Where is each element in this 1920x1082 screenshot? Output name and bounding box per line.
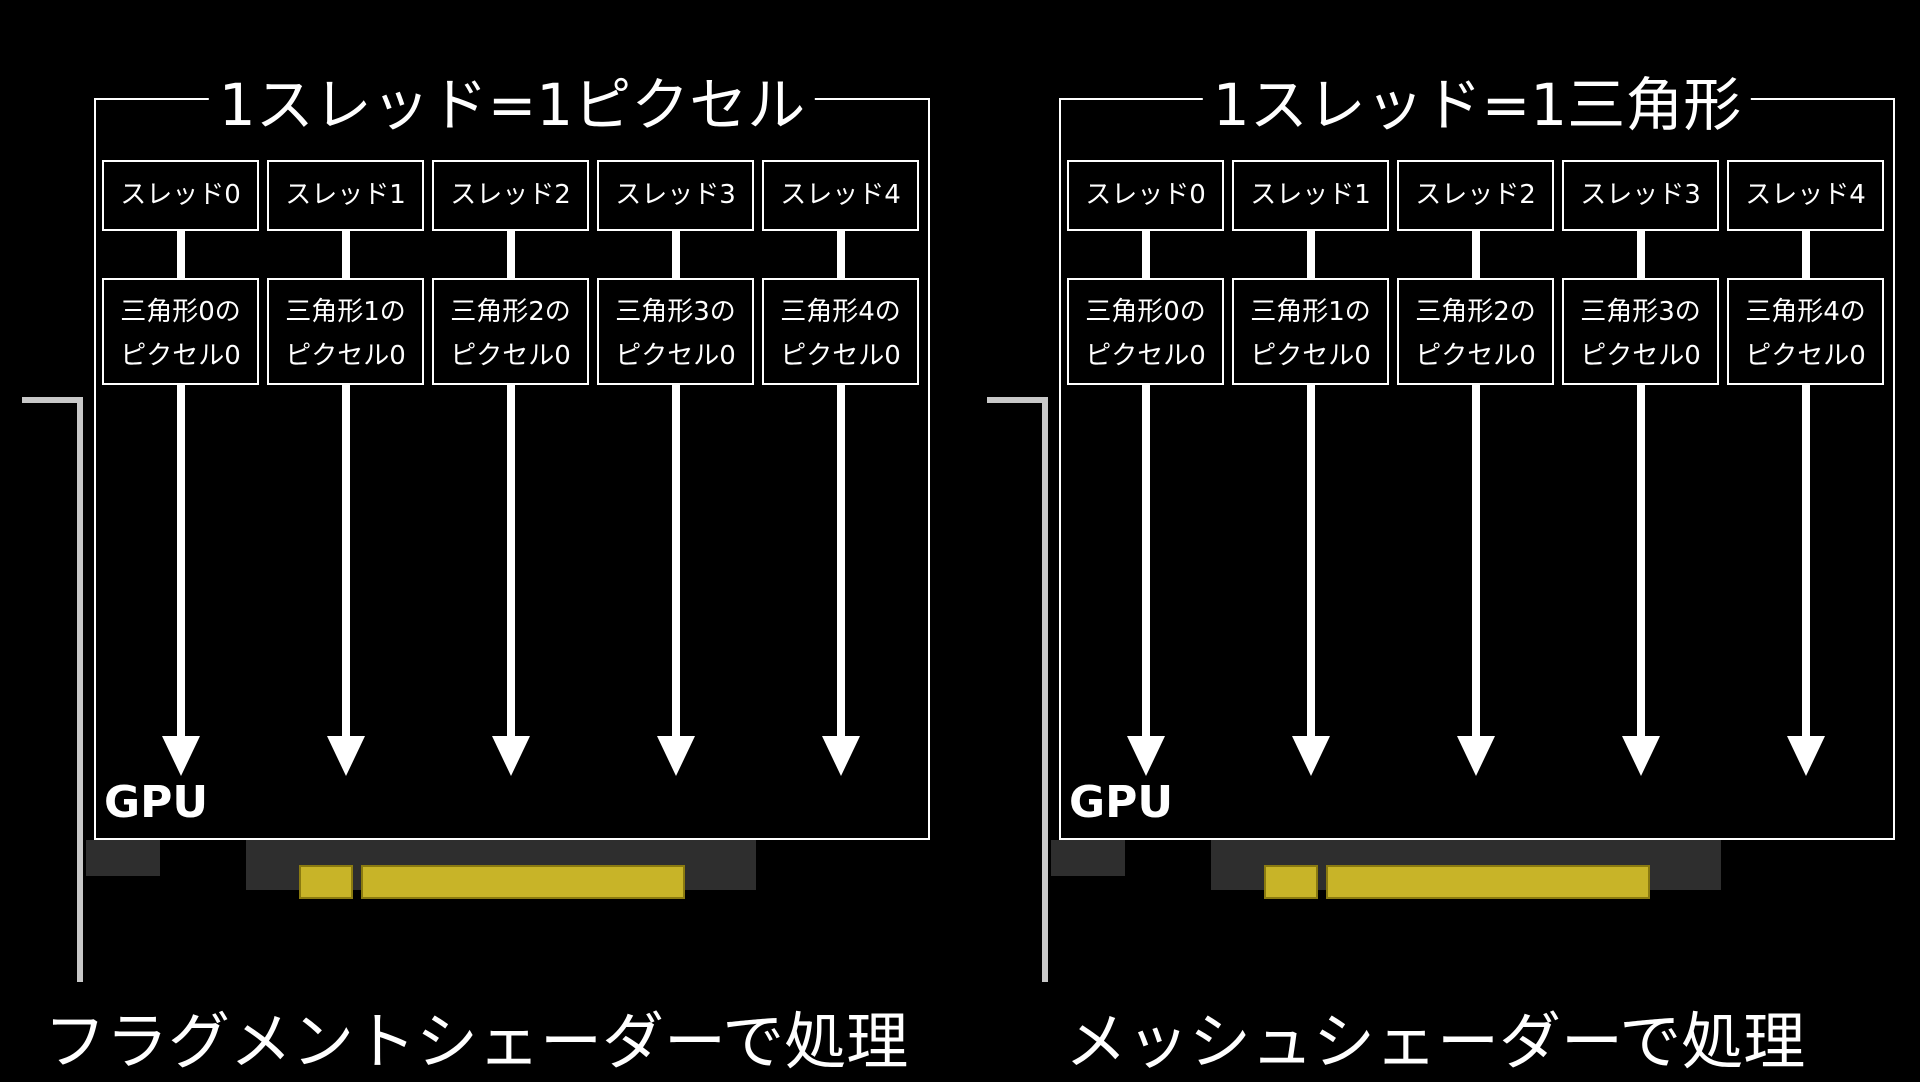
pixel-box-line2: ピクセル0 — [1415, 341, 1536, 371]
panel-title: 1スレッド=1ピクセル — [208, 72, 816, 138]
pixel-box-line2: ピクセル0 — [780, 341, 901, 371]
pixel-box-line1: 三角形1の — [285, 297, 406, 327]
pixel-box: 三角形0の ピクセル0 — [1067, 278, 1224, 385]
pixel-box-line2: ピクセル0 — [1085, 341, 1206, 371]
thread-box: スレッド2 — [432, 160, 589, 231]
pixel-box: 三角形4の ピクセル0 — [1727, 278, 1884, 385]
thread-box: スレッド4 — [762, 160, 919, 231]
pixel-box-line1: 三角形0の — [120, 297, 241, 327]
pixel-box-line2: ピクセル0 — [1745, 341, 1866, 371]
connector-long — [361, 865, 685, 899]
pixel-box-line2: ピクセル0 — [450, 341, 571, 371]
pixel-box-line2: ピクセル0 — [285, 341, 406, 371]
gpu-label: GPU — [1069, 777, 1174, 828]
pixel-box-line1: 三角形2の — [450, 297, 571, 327]
pixel-box-line2: ピクセル0 — [120, 341, 241, 371]
card-edge-left — [1051, 840, 1125, 876]
pixel-box: 三角形3の ピクセル0 — [597, 278, 754, 385]
pcie-bracket — [22, 397, 83, 982]
connector-long — [1326, 865, 1650, 899]
gpu-label: GPU — [104, 777, 209, 828]
left-panel: 1スレッド=1ピクセル スレッド0 スレッド1 スレッド2 スレッド3 スレッド… — [0, 0, 960, 1080]
caption: フラグメントシェーダーで処理 — [44, 1005, 909, 1078]
thread-box: スレッド2 — [1397, 160, 1554, 231]
pixel-box: 三角形1の ピクセル0 — [267, 278, 424, 385]
pixel-box: 三角形1の ピクセル0 — [1232, 278, 1389, 385]
connector-short — [299, 865, 353, 899]
pixel-box-line1: 三角形3の — [1580, 297, 1701, 327]
pixel-box-line2: ピクセル0 — [615, 341, 736, 371]
gpu-card-graphic — [22, 231, 860, 982]
pixel-box-line1: 三角形1の — [1250, 297, 1371, 327]
card-edge-left — [86, 840, 160, 876]
pixel-box: 三角形0の ピクセル0 — [102, 278, 259, 385]
pixel-box-line1: 三角形4の — [1745, 297, 1866, 327]
thread-box: スレッド4 — [1727, 160, 1884, 231]
pixel-box: 三角形2の ピクセル0 — [432, 278, 589, 385]
pixel-box-line1: 三角形4の — [780, 297, 901, 327]
right-panel: 1スレッド=1三角形 スレッド0 スレッド1 スレッド2 スレッド3 スレッド4… — [965, 0, 1920, 1080]
pixel-box-line2: ピクセル0 — [1250, 341, 1371, 371]
pixel-box: 三角形3の ピクセル0 — [1562, 278, 1719, 385]
thread-box: スレッド0 — [1067, 160, 1224, 231]
thread-box: スレッド1 — [267, 160, 424, 231]
thread-box: スレッド0 — [102, 160, 259, 231]
thread-box: スレッド1 — [1232, 160, 1389, 231]
panel-title: 1スレッド=1三角形 — [1202, 72, 1752, 138]
thread-box: スレッド3 — [1562, 160, 1719, 231]
pixel-box-line1: 三角形2の — [1415, 297, 1536, 327]
gpu-card-graphic — [987, 231, 1825, 982]
thread-box: スレッド3 — [597, 160, 754, 231]
pixel-box: 三角形4の ピクセル0 — [762, 278, 919, 385]
caption: メッシュシェーダーで処理 — [1065, 1005, 1806, 1078]
pixel-box-line2: ピクセル0 — [1580, 341, 1701, 371]
pixel-box-line1: 三角形0の — [1085, 297, 1206, 327]
pcie-bracket — [987, 397, 1048, 982]
pixel-box-line1: 三角形3の — [615, 297, 736, 327]
connector-short — [1264, 865, 1318, 899]
pixel-box: 三角形2の ピクセル0 — [1397, 278, 1554, 385]
